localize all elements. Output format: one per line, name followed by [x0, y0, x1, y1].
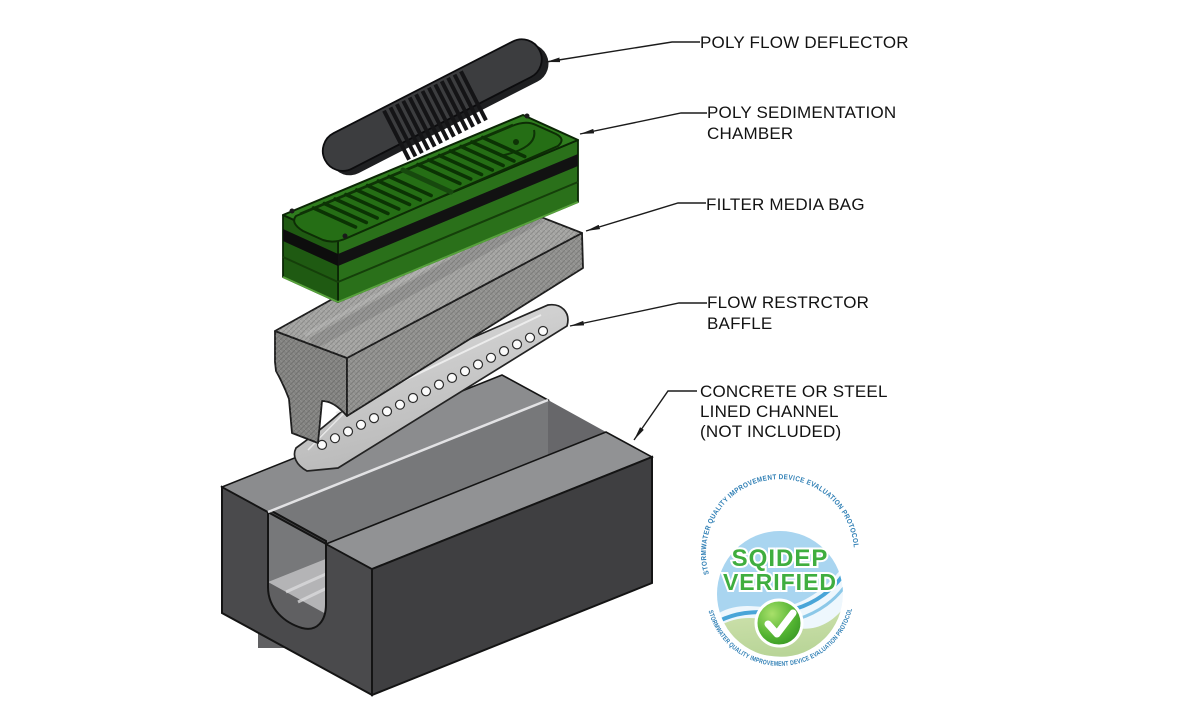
leader-filter-bag — [585, 202, 706, 232]
chamber-divider — [400, 167, 454, 195]
label-channel-line1: CONCRETE OR STEEL — [700, 382, 888, 401]
label-chamber-line2: CHAMBER — [707, 124, 793, 143]
bag-end-texture — [275, 331, 347, 443]
leader-lines — [545, 41, 707, 441]
leader-chamber — [579, 112, 707, 135]
checkmark-icon — [754, 598, 804, 648]
bag-top-texture — [275, 203, 582, 358]
chamber-pin-2 — [524, 113, 530, 119]
leader-channel — [633, 390, 697, 441]
label-chamber-line1: POLY SEDIMENTATION — [707, 103, 896, 122]
callout-labels: POLY FLOW DEFLECTOR POLY SEDIMENTATION C… — [700, 33, 909, 441]
concrete-or-steel-lined-channel — [220, 374, 654, 697]
channel-lip-highlight — [267, 398, 549, 514]
label-filter-bag: FILTER MEDIA BAG — [706, 195, 865, 214]
label-channel-line2: LINED CHANNEL — [700, 402, 839, 421]
chamber-seam-line — [282, 181, 579, 283]
chamber-gasket-band — [338, 154, 578, 266]
channel-inner-left-face — [268, 400, 548, 582]
chamber-bottom-edge — [282, 201, 579, 303]
chamber-pocket-arc — [499, 129, 536, 157]
leader-deflector — [545, 41, 700, 63]
deflector-fins — [382, 70, 488, 161]
sqidep-verified-badge: STORMWATER QUALITY IMPROVEMENT DEVICE EV… — [693, 472, 867, 681]
leader-baffle — [569, 302, 707, 327]
chamber-weep-hole — [513, 139, 519, 145]
deflector-plate — [321, 38, 543, 172]
chamber-pin-3 — [342, 233, 348, 239]
label-baffle-line1: FLOW RESTRCTOR — [707, 293, 869, 312]
chamber-gasket-band-end — [283, 229, 338, 266]
poly-sedimentation-chamber — [282, 113, 579, 303]
poly-flow-deflector — [321, 38, 549, 176]
bag-top-depression — [308, 210, 544, 350]
filter-media-bag — [274, 202, 584, 444]
badge-title: SQIDEP — [732, 545, 829, 572]
baffle-holes — [316, 325, 549, 450]
bag-front-texture — [347, 233, 583, 416]
chamber-grate-slots — [311, 135, 527, 229]
label-baffle-line2: BAFFLE — [707, 314, 772, 333]
badge-sky — [717, 531, 843, 614]
label-deflector: POLY FLOW DEFLECTOR — [700, 33, 909, 52]
badge-subtitle: VERIFIED — [723, 569, 837, 595]
label-channel-line3: (NOT INCLUDED) — [700, 422, 841, 441]
channel-right-wall-outer — [371, 455, 653, 697]
chamber-pin-1 — [289, 208, 295, 214]
